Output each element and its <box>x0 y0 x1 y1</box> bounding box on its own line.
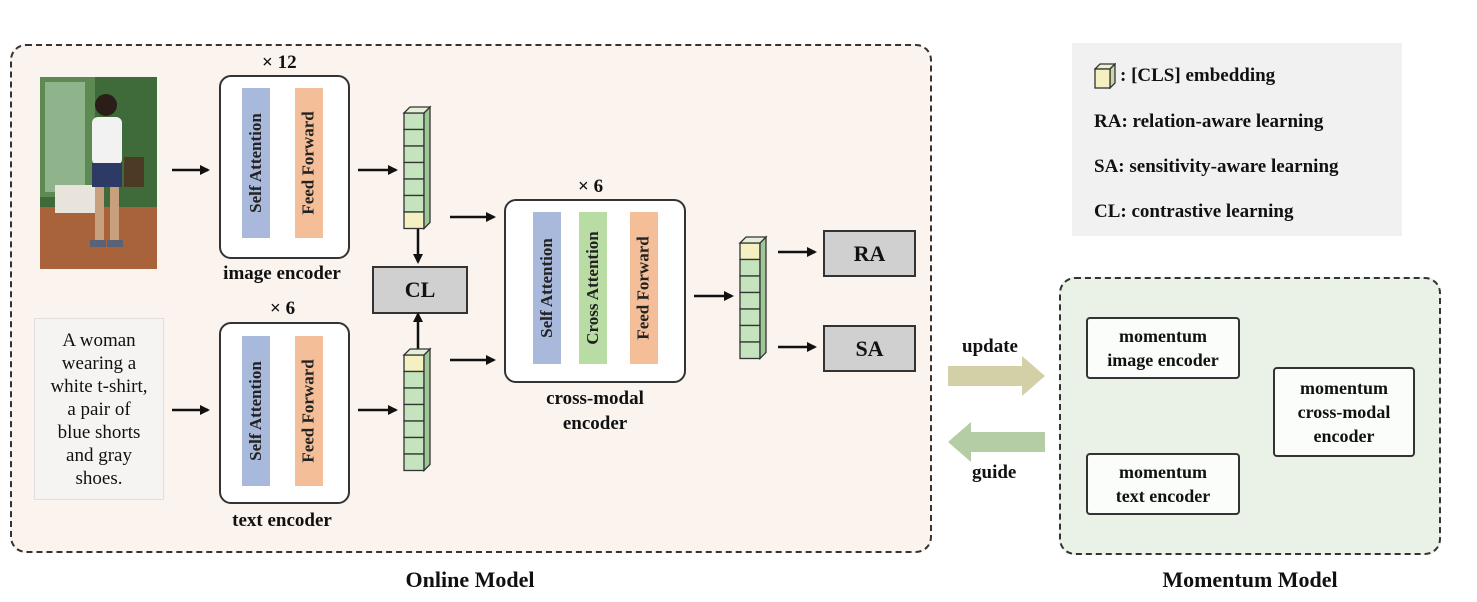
cross-modal-token-stack <box>738 235 768 361</box>
person-photo <box>40 77 157 269</box>
momentum-cross-modal-line1: momentum <box>1300 378 1388 398</box>
legend-cls: : [CLS] embedding <box>1120 65 1276 86</box>
legend-sa: SA: sensitivity-aware learning <box>1094 156 1339 177</box>
text-encoder-label: text encoder <box>232 510 332 531</box>
image-encoder-self-attention: Self Attention <box>242 88 270 238</box>
cls-token-cube <box>739 242 761 261</box>
guide-label: guide <box>972 462 1017 483</box>
image-encoder-feed-forward: Feed Forward <box>295 88 323 238</box>
cross-modal-encoder-multiplier: × 6 <box>578 176 604 197</box>
token-cube <box>403 161 425 180</box>
update-label: update <box>962 336 1018 357</box>
token-cube <box>739 275 761 294</box>
relation-aware-box: RA <box>823 230 916 277</box>
momentum-model-title: Momentum Model <box>1162 567 1338 592</box>
caption-line: wearing a <box>61 352 137 374</box>
token-cube <box>403 370 425 389</box>
caption-line: blue shorts <box>57 421 141 443</box>
cls-token-cube <box>403 354 425 373</box>
token-cube <box>739 308 761 327</box>
token-stack-side <box>423 347 431 473</box>
caption-line: A woman <box>62 329 136 351</box>
cross-modal-self-attention: Self Attention <box>533 212 561 364</box>
image-encoder-multiplier: × 12 <box>262 52 297 73</box>
online-model-title: Online Model <box>405 567 535 592</box>
caption-line: shoes. <box>75 467 123 489</box>
token-cube <box>403 194 425 213</box>
text-encoder-box <box>219 322 350 504</box>
caption-line: a pair of <box>67 398 131 420</box>
token-stack-top <box>402 106 432 114</box>
token-cube <box>739 258 761 277</box>
momentum-image-encoder-line2: image encoder <box>1107 350 1219 370</box>
token-cube <box>403 387 425 406</box>
token-stack-top <box>402 348 432 356</box>
cross-modal-encoder-label-line1: cross-modal <box>546 388 644 409</box>
momentum-image-encoder-line1: momentum <box>1119 326 1207 346</box>
text-encoder-self-attention: Self Attention <box>242 336 270 486</box>
token-cube <box>403 145 425 164</box>
momentum-text-encoder-line2: text encoder <box>1115 486 1211 506</box>
token-cube <box>739 324 761 343</box>
cls-token-cube <box>403 211 425 230</box>
guide-arrow <box>948 422 1045 462</box>
caption-line: and gray <box>66 444 132 466</box>
token-cube <box>403 178 425 197</box>
token-cube <box>403 112 425 131</box>
legend-box: : [CLS] embedding RA: relation-aware lea… <box>1072 43 1402 236</box>
text-encoder-multiplier: × 6 <box>270 298 296 319</box>
caption-line: white t-shirt, <box>50 375 148 397</box>
token-stack-top <box>738 236 768 244</box>
token-stack-side <box>423 105 431 231</box>
momentum-image-encoder-box: momentum image encoder <box>1086 317 1240 379</box>
image-encoder-box <box>219 75 350 259</box>
cross-modal-encoder-label-line2: encoder <box>562 413 628 434</box>
token-cube <box>739 341 761 360</box>
legend-ra: RA: relation-aware learning <box>1094 111 1324 132</box>
text-encoder-feed-forward: Feed Forward <box>295 336 323 486</box>
momentum-cross-modal-line3: encoder <box>1313 426 1375 446</box>
momentum-text-encoder-box: momentum text encoder <box>1086 453 1240 515</box>
caption-text-box: A woman wearing a white t-shirt, a pair … <box>34 318 164 500</box>
momentum-cross-modal-line2: cross-modal <box>1297 402 1391 422</box>
token-cube <box>403 453 425 472</box>
cls-token-icon <box>1094 63 1116 89</box>
image-token-stack <box>402 105 432 231</box>
token-cube <box>403 436 425 455</box>
image-encoder-label: image encoder <box>223 263 341 284</box>
legend-cl: CL: contrastive learning <box>1094 201 1294 222</box>
cross-modal-cross-attention: Cross Attention <box>579 212 607 364</box>
token-stack-side <box>759 235 767 361</box>
text-token-stack <box>402 347 432 473</box>
token-cube <box>403 128 425 147</box>
sensitivity-aware-box: SA <box>823 325 916 372</box>
token-cube <box>403 420 425 439</box>
token-cube <box>403 403 425 422</box>
token-cube <box>739 291 761 310</box>
update-arrow <box>948 356 1045 396</box>
cross-modal-feed-forward: Feed Forward <box>630 212 658 364</box>
momentum-text-encoder-line1: momentum <box>1119 462 1207 482</box>
momentum-cross-modal-encoder-box: momentum cross-modal encoder <box>1273 367 1415 457</box>
